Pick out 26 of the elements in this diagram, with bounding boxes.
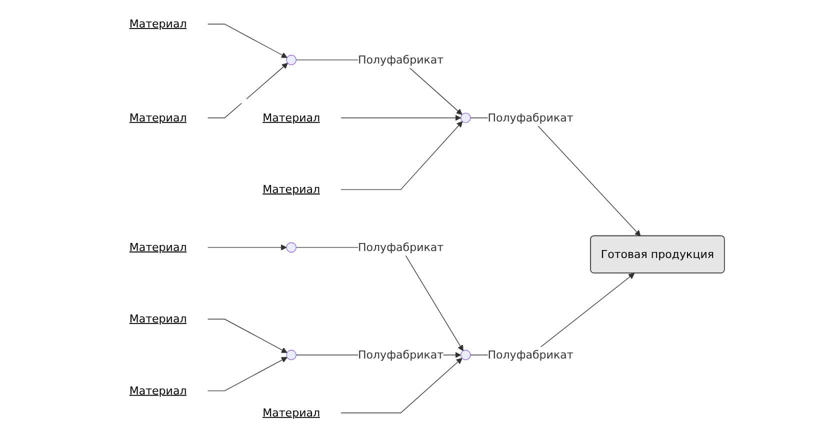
- arrow: [340, 358, 462, 414]
- edge-label: Полуфабрикат: [358, 53, 444, 66]
- arrow: [207, 62, 288, 118]
- node-circle: [286, 350, 296, 360]
- arrow: [340, 121, 463, 190]
- node-text: Материал: [129, 17, 187, 30]
- node-circle: [286, 242, 296, 253]
- edge-label: Полуфабрикат: [358, 348, 444, 362]
- edge-label: Полуфабрикат: [488, 110, 574, 124]
- arrow: [207, 244, 287, 250]
- node-circle: [460, 112, 471, 124]
- node-text: Материал: [129, 312, 187, 326]
- node-text: Материал: [129, 384, 187, 398]
- arrow: [207, 24, 288, 58]
- node-text: Материал: [262, 182, 320, 196]
- node-text: Материал: [129, 110, 187, 124]
- node-text: Материал: [262, 406, 320, 420]
- edge-label: Полуфабрикат: [488, 348, 574, 362]
- arrow: [207, 318, 288, 353]
- arrow: [340, 114, 462, 121]
- node-text: Материал: [262, 110, 320, 124]
- node-circle: [460, 350, 471, 360]
- edge-label: Полуфабрикат: [358, 240, 444, 254]
- node-circle: [286, 54, 296, 66]
- node-text: Материал: [129, 240, 187, 254]
- arrow: [207, 356, 288, 392]
